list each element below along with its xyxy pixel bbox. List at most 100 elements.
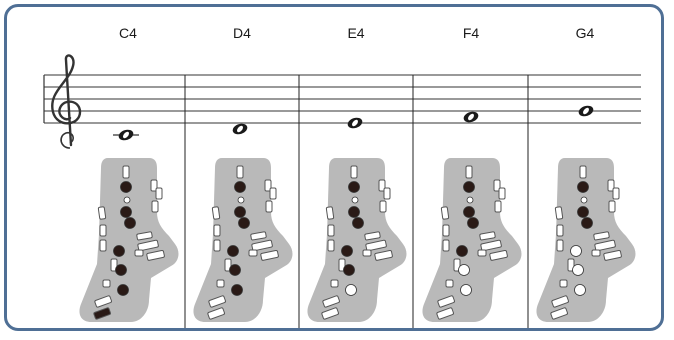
side-key <box>556 239 564 252</box>
tone-hole-key <box>577 206 589 218</box>
tone-hole-key <box>229 264 241 276</box>
low-key <box>436 307 454 320</box>
tone-hole-key <box>463 206 475 218</box>
tone-hole-key <box>460 284 472 296</box>
side-key <box>442 224 450 237</box>
palm-key <box>498 187 506 200</box>
palm-key <box>265 200 273 213</box>
low-key <box>551 295 569 308</box>
low-key <box>94 295 112 308</box>
whole-note-icon <box>113 129 139 141</box>
side-key <box>365 239 387 252</box>
tone-hole-key <box>580 196 588 204</box>
side-key <box>260 249 279 261</box>
treble-clef-icon <box>51 54 82 149</box>
side-key <box>362 249 372 257</box>
palm-key <box>494 200 502 213</box>
low-key <box>322 295 340 308</box>
low-key <box>208 295 226 308</box>
side-key <box>213 224 221 237</box>
side-key <box>251 239 273 252</box>
side-key <box>137 239 159 252</box>
side-key <box>146 249 165 261</box>
side-key <box>374 249 393 261</box>
music-staff <box>43 74 641 124</box>
low-key <box>93 307 111 320</box>
tone-hole-key <box>467 217 479 229</box>
side-key <box>489 249 508 261</box>
note-column-g4: G4 <box>536 25 636 322</box>
octave-key <box>236 165 244 179</box>
tone-hole-key <box>345 284 357 296</box>
note-label: D4 <box>233 25 251 41</box>
octave-key <box>122 165 130 179</box>
side-key <box>134 249 144 257</box>
note-label: F4 <box>463 25 480 41</box>
note-label: G4 <box>576 25 595 41</box>
note-column-c4: C4 <box>79 25 179 322</box>
low-key <box>550 307 568 320</box>
octave-key <box>350 165 358 179</box>
octave-key <box>579 165 587 179</box>
tone-hole-key <box>343 264 355 276</box>
side-key <box>559 279 568 288</box>
tone-hole-key <box>115 264 127 276</box>
saxophone-fingering-icon <box>536 158 636 322</box>
side-key <box>479 231 496 241</box>
whole-note-icon <box>578 105 594 117</box>
tone-hole-key <box>117 284 129 296</box>
side-key <box>440 206 450 220</box>
side-key <box>364 231 381 241</box>
tone-hole-key <box>234 206 246 218</box>
side-key <box>211 206 221 220</box>
tone-hole-key <box>113 245 125 257</box>
tone-hole-key <box>231 284 243 296</box>
saxophone-fingering-icon <box>422 158 522 322</box>
tone-hole-key <box>238 217 250 229</box>
side-key <box>327 224 335 237</box>
tone-hole-key <box>123 196 131 204</box>
side-key <box>591 249 601 257</box>
side-key <box>213 239 221 252</box>
side-key <box>248 249 258 257</box>
side-key <box>136 231 153 241</box>
tone-hole-key <box>581 217 593 229</box>
tone-hole-key <box>466 196 474 204</box>
side-key <box>603 249 622 261</box>
saxophone-fingering-icon <box>307 158 407 322</box>
tone-hole-key <box>352 217 364 229</box>
side-key <box>216 279 225 288</box>
tone-hole-key <box>577 181 589 193</box>
palm-key <box>150 179 158 192</box>
tone-hole-key <box>348 181 360 193</box>
tone-hole-key <box>124 217 136 229</box>
saxophone-fingering-icon <box>193 158 293 322</box>
tone-hole-key <box>237 196 245 204</box>
octave-key <box>465 165 473 179</box>
side-key <box>97 206 107 220</box>
side-key <box>102 279 111 288</box>
palm-key <box>608 200 616 213</box>
note-label: C4 <box>119 25 137 41</box>
palm-key <box>379 200 387 213</box>
tone-hole-key <box>570 245 582 257</box>
low-key <box>437 295 455 308</box>
tone-hole-key <box>341 245 353 257</box>
palm-key <box>612 187 620 200</box>
tone-hole-key <box>572 264 584 276</box>
side-key <box>480 239 502 252</box>
tone-hole-key <box>348 206 360 218</box>
side-key <box>556 224 564 237</box>
palm-key <box>155 187 163 200</box>
palm-key <box>264 179 272 192</box>
side-key <box>99 239 107 252</box>
palm-key <box>383 187 391 200</box>
staff-barlines <box>184 75 529 328</box>
tone-hole-key <box>120 181 132 193</box>
tone-hole-key <box>574 284 586 296</box>
tone-hole-key <box>458 264 470 276</box>
side-key <box>325 206 335 220</box>
side-key <box>327 239 335 252</box>
saxophone-fingering-icon <box>79 158 179 322</box>
low-key <box>207 307 225 320</box>
